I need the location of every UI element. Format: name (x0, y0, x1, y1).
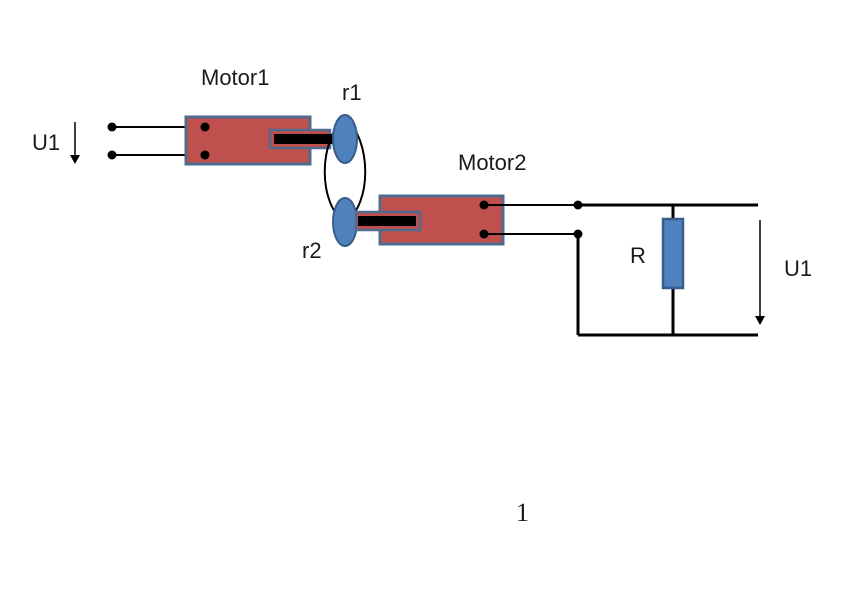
terminal-dot (107, 150, 117, 160)
motor2 (354, 194, 505, 246)
motor1-label: Motor1 (201, 65, 269, 90)
terminal-dot (107, 122, 117, 132)
u1-left-label: U1 (32, 130, 60, 155)
motor2-shaft (358, 216, 416, 226)
motor1-shaft (274, 134, 344, 144)
output-wires (484, 200, 758, 337)
u1-left-arrow (70, 122, 80, 164)
motor2-label: Motor2 (458, 150, 526, 175)
r2-label: r2 (302, 238, 322, 263)
motor1 (184, 115, 344, 166)
resistor-label: R (630, 243, 646, 268)
u1-right-label: U1 (784, 256, 812, 281)
resistor (661, 217, 685, 290)
roller-r1 (332, 114, 358, 164)
u1-right-arrow (755, 220, 765, 325)
r1-label: r1 (342, 80, 362, 105)
page-number: 1 (516, 498, 529, 527)
roller-r2 (332, 197, 358, 247)
